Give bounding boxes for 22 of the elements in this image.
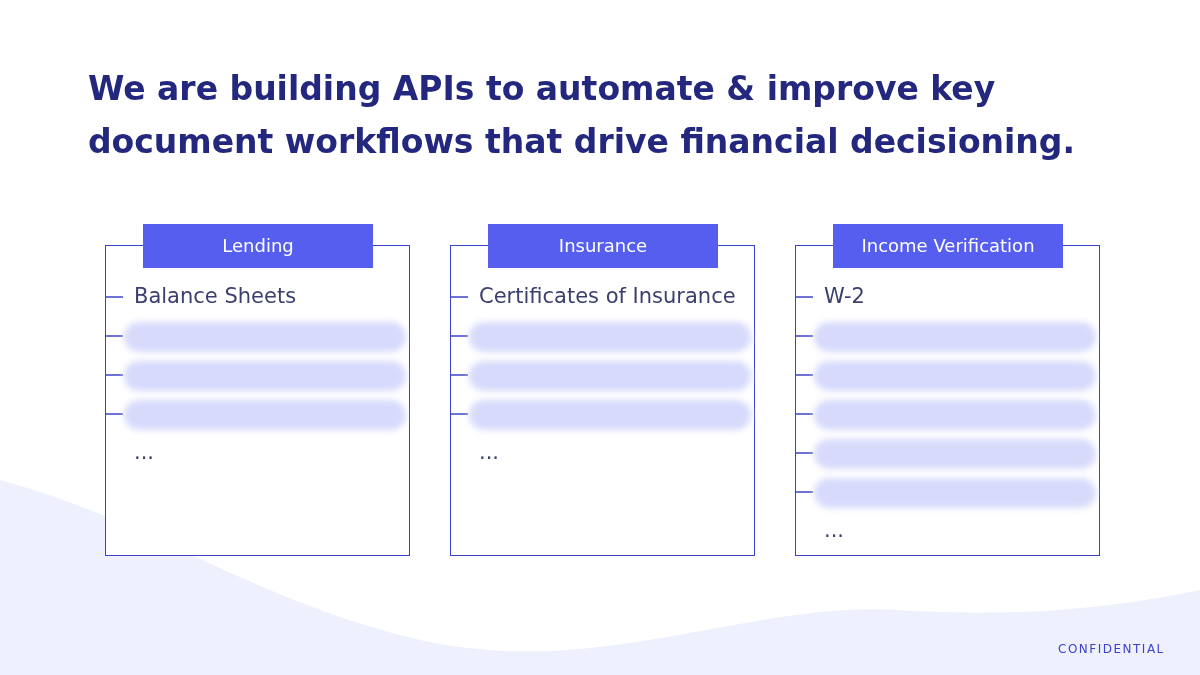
list-item-text: Balance Sheets xyxy=(134,284,297,308)
redacted-item-bar xyxy=(469,361,751,391)
category-header-tab: Lending xyxy=(143,224,373,268)
slide-title: We are building APIs to automate & improve key document workflows that drive financial decisioning. xyxy=(88,68,1076,163)
category-header-tab: Insurance xyxy=(488,224,718,268)
list-item-text: W-2 xyxy=(824,284,865,308)
redacted-item-bar xyxy=(124,322,406,352)
ellipsis-text: ... xyxy=(824,518,845,542)
redacted-item-bar xyxy=(814,361,1096,391)
redacted-item-bar xyxy=(814,478,1096,508)
redacted-item-bar xyxy=(469,400,751,430)
redacted-item-bar xyxy=(124,400,406,430)
redacted-item-bar xyxy=(124,361,406,391)
confidential-note: CONFIDENTIAL xyxy=(1058,642,1165,656)
ellipsis-text: ... xyxy=(479,440,500,464)
category-header-tab: Income Verification xyxy=(833,224,1063,268)
redacted-item-bar xyxy=(814,322,1096,352)
ellipsis-text: ... xyxy=(134,440,155,464)
redacted-item-bar xyxy=(814,400,1096,430)
redacted-item-bar xyxy=(469,322,751,352)
list-item-text: Certificates of Insurance xyxy=(479,284,736,308)
redacted-item-bar xyxy=(814,439,1096,469)
